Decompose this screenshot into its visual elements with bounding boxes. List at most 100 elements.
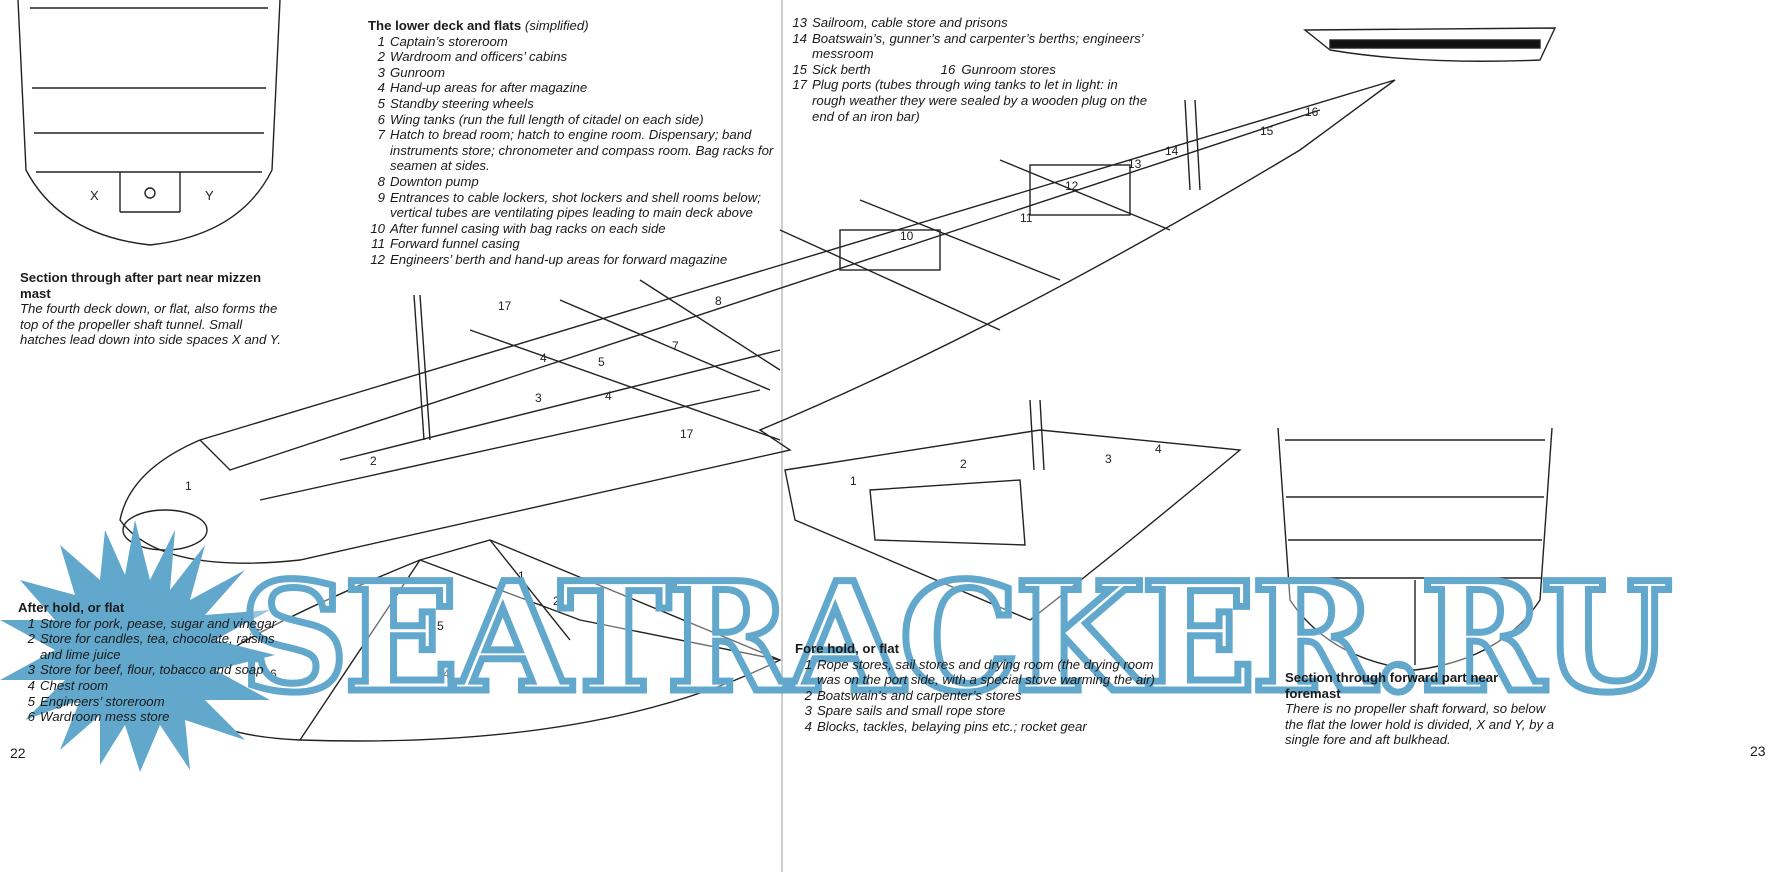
- diagram-label: 17: [680, 427, 694, 441]
- item-text: Chest room: [40, 677, 109, 693]
- diagram-label: 6: [270, 667, 277, 681]
- lower-deck-title: The lower deck and flats: [368, 18, 522, 33]
- after-hold-diagram: [184, 539, 782, 742]
- item-text: Boatswain’s and carpenter’s stores: [817, 687, 1022, 703]
- forward-section-caption: Section through forward part near forema…: [1285, 670, 1555, 748]
- after-hold-title: After hold, or flat: [18, 600, 125, 615]
- diagram-label: 2: [370, 454, 377, 468]
- item-text: Sailroom, cable store and prisons: [812, 15, 1008, 30]
- item-number: 2: [377, 49, 385, 65]
- item-text: Rope stores, sail stores and drying room…: [817, 656, 1155, 688]
- diagram-label: 5: [598, 355, 605, 369]
- diagram-label: 11: [1020, 211, 1033, 225]
- diagram-label: 7: [672, 339, 679, 353]
- item-text: Sick berth: [812, 61, 871, 77]
- diagram-label: 3: [535, 391, 542, 405]
- legend-item: 1 Rope stores, sail stores and drying roo…: [795, 657, 1175, 688]
- label-x: X: [90, 188, 99, 203]
- after-section-title: Section through after part near mizzen m…: [20, 270, 262, 301]
- item-number: 7: [377, 127, 385, 143]
- forward-section-title: Section through forward part near forema…: [1285, 670, 1499, 701]
- diagram-label: 4: [540, 351, 547, 365]
- diagram-label: 4: [443, 667, 450, 681]
- item-number: 17: [792, 77, 807, 93]
- legend-item: 7 Hatch to bread room; hatch to engine ro…: [368, 127, 783, 174]
- item-text: Hatch to bread room; hatch to engine roo…: [390, 127, 774, 174]
- item-text: Entrances to cable lockers, shot lockers…: [390, 189, 761, 221]
- legend-item: 5 Engineers’ storeroom: [18, 694, 278, 710]
- item-text: Wardroom and officers’ cabins: [390, 49, 568, 65]
- legend-item: 6 Wing tanks (run the full length of cita…: [368, 112, 783, 128]
- ship-profile-thumbnail: [1303, 27, 1557, 62]
- item-number: 6: [377, 111, 385, 127]
- diagram-label: 2: [553, 594, 560, 608]
- legend-item: 3 Spare sails and small rope store: [795, 703, 1175, 719]
- legend-item: 2 Wardroom and officers’ cabins: [368, 49, 783, 65]
- item-text: Store for pork, pease, sugar and vinegar: [40, 615, 277, 631]
- item-text: Boatswain’s, gunner’s and carpenter’s be…: [812, 30, 1143, 62]
- item-text: Engineers’ berth and hand-up areas for f…: [390, 251, 728, 267]
- legend-item: 2 Store for candles, tea, chocolate, rais…: [18, 631, 278, 662]
- item-text: Downton pump: [390, 173, 479, 189]
- item-number: 5: [27, 693, 35, 709]
- diagram-label: 10: [900, 229, 914, 243]
- item-number: 13: [792, 15, 807, 30]
- fore-hold-diagram: [784, 399, 1242, 621]
- page-gutter: [781, 0, 783, 872]
- starburst-shape: [0, 520, 275, 772]
- item-number: 12: [370, 251, 385, 267]
- page-number-right: 23: [1750, 743, 1766, 759]
- legend-item: 14 Boatswain’s, gunner’s and carpenter’s …: [790, 31, 1155, 62]
- item-number: 2: [27, 631, 35, 647]
- item-number: 1: [804, 656, 812, 672]
- item-number: 16: [940, 61, 956, 77]
- diagram-label: 4: [605, 389, 612, 403]
- item-text: Plug ports (tubes through wing tanks to …: [812, 77, 1148, 124]
- diagram-label: 12: [1065, 179, 1079, 193]
- item-text: Blocks, tackles, belaying pins etc.; roc…: [817, 718, 1087, 734]
- lower-deck-subtitle: (simplified): [524, 18, 589, 33]
- item-number: 3: [804, 703, 812, 719]
- item-text: Gunroom: [390, 64, 445, 80]
- item-text: After funnel casing with bag racks on ea…: [390, 220, 666, 236]
- diagram-label: 16: [1305, 105, 1319, 119]
- item-text: Hand-up areas for after magazine: [390, 80, 588, 96]
- after-section-caption: Section through after part near mizzen m…: [20, 270, 285, 348]
- item-number: 11: [371, 236, 385, 252]
- item-text: Engineers’ storeroom: [40, 693, 165, 709]
- item-number: 14: [792, 30, 807, 46]
- diagram-label: 15: [1260, 124, 1274, 138]
- diagram-label: 3: [1105, 452, 1112, 466]
- diagram-label: 8: [715, 294, 722, 308]
- diagram-label: 4: [1155, 442, 1162, 456]
- diagram-label: 14: [1165, 144, 1179, 158]
- diagram-label: 1: [850, 474, 857, 488]
- forward-section-body: There is no propeller shaft forward, so …: [1285, 701, 1555, 748]
- item-text: Standby steering wheels: [390, 95, 534, 111]
- item-number: 1: [377, 33, 385, 49]
- item-text: Forward funnel casing: [390, 236, 520, 252]
- diagram-label: 2: [960, 457, 967, 471]
- item-text: Wardroom mess store: [40, 709, 170, 725]
- item-text: Spare sails and small rope store: [817, 703, 1006, 719]
- forward-section-diagram: [1277, 427, 1553, 671]
- watermark: SEATRACKER.RU: [240, 550, 1669, 726]
- item-text: Store for candles, tea, chocolate, raisi…: [40, 631, 275, 662]
- diagram-label: 13: [1128, 157, 1142, 171]
- item-text: Wing tanks (run the full length of citad…: [390, 111, 704, 127]
